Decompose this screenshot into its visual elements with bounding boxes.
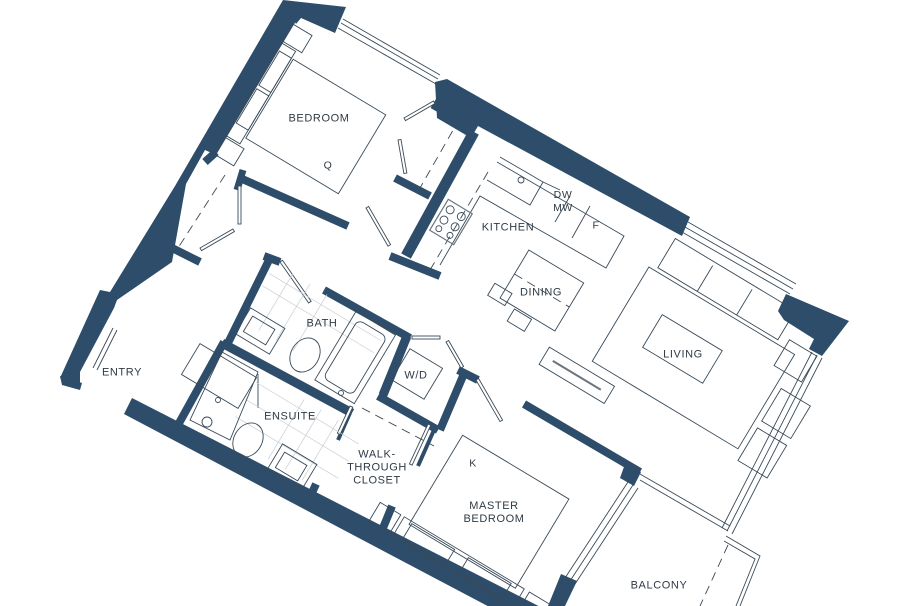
wall-kitchen-bottom-stub — [388, 252, 442, 280]
wall-master-left-stub — [379, 504, 396, 530]
tv-console — [538, 346, 616, 405]
bathtub — [314, 310, 397, 405]
washer-dryer — [390, 348, 444, 400]
wall-ensuite-left — [174, 340, 228, 427]
fixture-label-fridge: F — [592, 219, 600, 232]
balcony-outline — [639, 473, 761, 606]
bedroom-furniture — [214, 23, 387, 195]
wall-bath-left — [224, 256, 274, 345]
room-label-bedroom: BEDROOM — [288, 112, 350, 125]
wall-bath-top-stub — [262, 252, 282, 266]
coffee-table — [642, 314, 723, 384]
fixture-label-queen-bed: Q — [323, 159, 333, 172]
wall-ensuite-bottom-stub — [302, 482, 320, 508]
closet-rod-walkthrough — [361, 407, 435, 447]
bath-fixtures — [234, 273, 397, 405]
wall-bath-ensuite-divider — [219, 339, 355, 417]
sofa — [657, 237, 796, 341]
wall-pier-top-left — [283, 0, 346, 33]
wall-closet-master-divider — [416, 429, 436, 467]
wall-master-top — [521, 400, 643, 476]
bath-sink — [234, 307, 286, 355]
wall-pier-master-bottom — [548, 574, 577, 606]
stove-icon — [428, 198, 474, 246]
wall-closet-bottom — [158, 238, 202, 266]
room-label-kitchen: KITCHEN — [481, 221, 535, 234]
fixture-label-dishwasher-microwave: DW MW — [553, 189, 573, 214]
wall-top-exterior — [435, 79, 690, 236]
living-furniture — [538, 237, 818, 479]
side-table — [773, 339, 818, 383]
room-label-entry: ENTRY — [101, 366, 143, 379]
ensuite-sink — [266, 443, 318, 491]
room-label-balcony: BALCONY — [630, 579, 688, 592]
rug — [591, 266, 796, 450]
ensuite-toilet — [232, 422, 264, 458]
room-label-ensuite: ENSUITE — [264, 410, 316, 423]
dining-table — [487, 249, 585, 332]
wall-bottom-exterior — [124, 398, 539, 606]
wall-wd-top-stub — [456, 366, 480, 384]
armchair-1 — [761, 387, 811, 440]
room-label-master-bedroom: MASTER BEDROOM — [463, 500, 525, 525]
wall-bath-right — [378, 334, 412, 397]
king-bed — [408, 434, 570, 589]
wall-closet-top — [202, 149, 219, 165]
windows — [92, 18, 823, 585]
wall-kitchen-left — [401, 129, 479, 259]
closet-rod-bedroom — [419, 117, 461, 189]
exterior-walls — [60, 0, 849, 606]
master-furniture — [368, 434, 570, 606]
room-label-wd: W/D — [404, 369, 428, 382]
ensuite-fixtures — [180, 342, 360, 491]
wall-left-exterior — [60, 0, 299, 383]
wall-bedroom-bottom — [238, 174, 350, 230]
room-label-living: LIVING — [663, 348, 703, 361]
kitchen-furniture — [428, 156, 625, 332]
fixture-label-king-bed: K — [469, 457, 477, 470]
room-label-bath: BATH — [306, 317, 338, 330]
wall-bedroom-closet-bottom — [393, 174, 432, 200]
wall-entry-corner — [60, 376, 82, 390]
doors — [199, 100, 504, 466]
wall-pier-right — [778, 294, 849, 356]
room-label-walk-through-closet: WALK- THROUGH CLOSET — [347, 448, 407, 487]
armchair-2 — [737, 427, 788, 479]
wall-wd-right — [436, 374, 467, 432]
bath-toilet — [289, 337, 321, 373]
wall-bedroom-closet-top — [430, 97, 444, 113]
wall-bath-top — [322, 286, 412, 342]
room-label-dining: DINING — [519, 286, 563, 299]
queen-bed — [245, 58, 387, 195]
ensuite-shower — [180, 342, 258, 410]
